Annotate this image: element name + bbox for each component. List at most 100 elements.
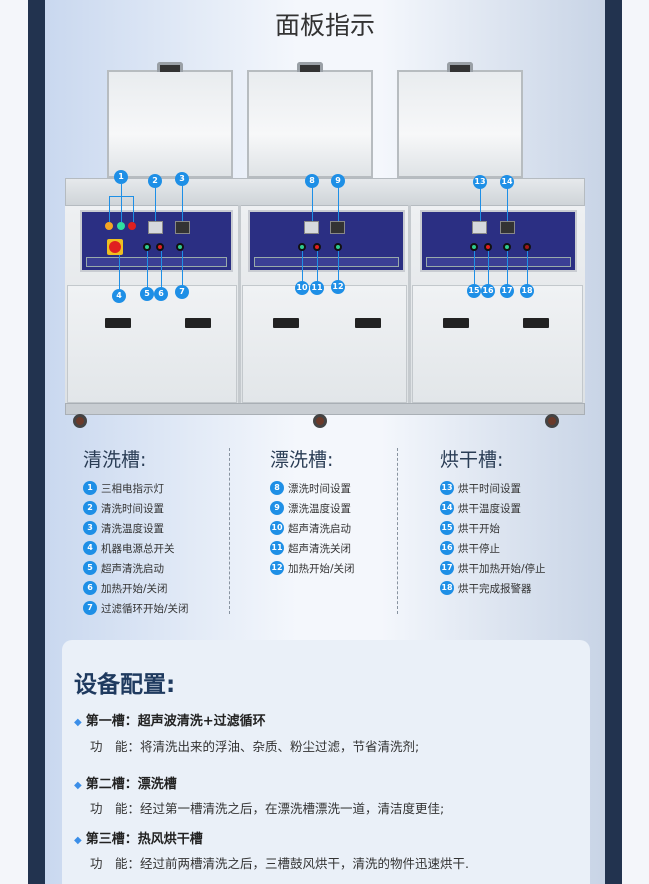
- timer-display: [472, 221, 487, 234]
- legend-item: 9 漂洗温度设置: [270, 498, 355, 518]
- legend-label: 烘干时间设置: [458, 482, 521, 495]
- callout-number: 3: [175, 172, 189, 186]
- leader-line: [338, 251, 339, 287]
- legend-item: 18 烘干完成报警器: [440, 578, 546, 598]
- button-green: [176, 243, 184, 251]
- lid-handle: [157, 62, 183, 72]
- legend-label: 三相电指示灯: [101, 482, 164, 495]
- power-switch: [107, 239, 123, 255]
- temperature-display: [175, 221, 190, 234]
- leader-line: [338, 181, 339, 221]
- legend-label: 烘干停止: [458, 542, 500, 555]
- number-badge: 5: [83, 561, 97, 575]
- lid-3: [397, 70, 523, 178]
- callout-number: 17: [500, 284, 514, 298]
- callout-number: 13: [473, 175, 487, 189]
- callout-number: 12: [331, 280, 345, 294]
- legend-heading: 烘干槽:: [440, 449, 504, 471]
- config-section-desc: 功 能：将清洗出来的浮油、杂质、粉尘过滤，节省清洗剂;: [90, 739, 420, 754]
- divider: [238, 205, 241, 405]
- cabinet-door: [242, 285, 407, 403]
- callout-number: 7: [175, 285, 189, 299]
- control-panel-2: [248, 210, 405, 272]
- base-rail: [65, 403, 585, 415]
- timer-display: [304, 221, 319, 234]
- indicator-light: [117, 222, 125, 230]
- leader-line: [182, 179, 183, 221]
- vent-slot: [443, 318, 469, 328]
- config-section-desc: 功 能：经过第一槽清洗之后，在漂洗槽漂洗一道，清洁度更佳;: [90, 801, 445, 816]
- callout-number: 15: [467, 284, 481, 298]
- legend-label: 过滤循环开始/关闭: [101, 602, 189, 615]
- vent-slot: [185, 318, 211, 328]
- legend-item: 14 烘干温度设置: [440, 498, 546, 518]
- indicator-light: [105, 222, 113, 230]
- number-badge: 3: [83, 521, 97, 535]
- vent-slot: [105, 318, 131, 328]
- lid-1: [107, 70, 233, 178]
- legend-label: 烘干开始: [458, 522, 500, 535]
- legend-label: 超声清洗启动: [288, 522, 351, 535]
- legend-heading: 清洗槽:: [83, 449, 147, 471]
- page-title: 面板指示: [274, 11, 375, 40]
- leader-line: [507, 251, 508, 291]
- temperature-display: [330, 221, 345, 234]
- timer-display: [148, 221, 163, 234]
- legend-label: 烘干温度设置: [458, 502, 521, 515]
- column-divider: [229, 448, 230, 614]
- callout-number: 18: [520, 284, 534, 298]
- caster-wheel: [545, 414, 559, 428]
- legend-label: 加热开始/关闭: [288, 562, 355, 575]
- caster-wheel: [313, 414, 327, 428]
- leader-line: [182, 251, 183, 292]
- leader-line: [155, 181, 156, 221]
- callout-number: 11: [310, 281, 324, 295]
- config-section-desc: 功 能：经过前两槽清洗之后，三槽鼓风烘干，清洗的物件迅速烘干.: [90, 856, 469, 871]
- leader-line: [147, 251, 148, 294]
- cabinet-door: [67, 285, 237, 403]
- number-badge: 14: [440, 501, 454, 515]
- legend-label: 漂洗温度设置: [288, 502, 351, 515]
- number-badge: 17: [440, 561, 454, 575]
- config-section-name: 第二槽：漂洗槽: [74, 773, 177, 792]
- leader-line: [312, 181, 313, 221]
- vent-slot: [273, 318, 299, 328]
- callout-number: 9: [331, 174, 345, 188]
- button-red: [484, 243, 492, 251]
- button-red: [523, 243, 531, 251]
- cabinet-door: [412, 285, 583, 403]
- legend-label: 烘干加热开始/停止: [458, 562, 546, 575]
- callout-number: 5: [140, 287, 154, 301]
- button-red: [313, 243, 321, 251]
- legend-label: 超声清洗启动: [101, 562, 164, 575]
- number-badge: 9: [270, 501, 284, 515]
- button-green: [470, 243, 478, 251]
- button-green: [334, 243, 342, 251]
- column-divider: [397, 448, 398, 614]
- number-badge: 18: [440, 581, 454, 595]
- legend-label: 加热开始/关闭: [101, 582, 168, 595]
- leader-line: [527, 251, 528, 291]
- lid-2: [247, 70, 373, 178]
- number-badge: 15: [440, 521, 454, 535]
- number-badge: 2: [83, 501, 97, 515]
- leader-line: [109, 196, 110, 222]
- button-green: [298, 243, 306, 251]
- number-badge: 8: [270, 481, 284, 495]
- caster-wheel: [73, 414, 87, 428]
- legend-label: 清洗温度设置: [101, 522, 164, 535]
- legend-label: 烘干完成报警器: [458, 582, 532, 595]
- vent-slot: [523, 318, 549, 328]
- leader-line: [507, 182, 508, 221]
- config-section-name: 第一槽：超声波清洗+过滤循环: [74, 710, 266, 729]
- leader-line: [302, 251, 303, 288]
